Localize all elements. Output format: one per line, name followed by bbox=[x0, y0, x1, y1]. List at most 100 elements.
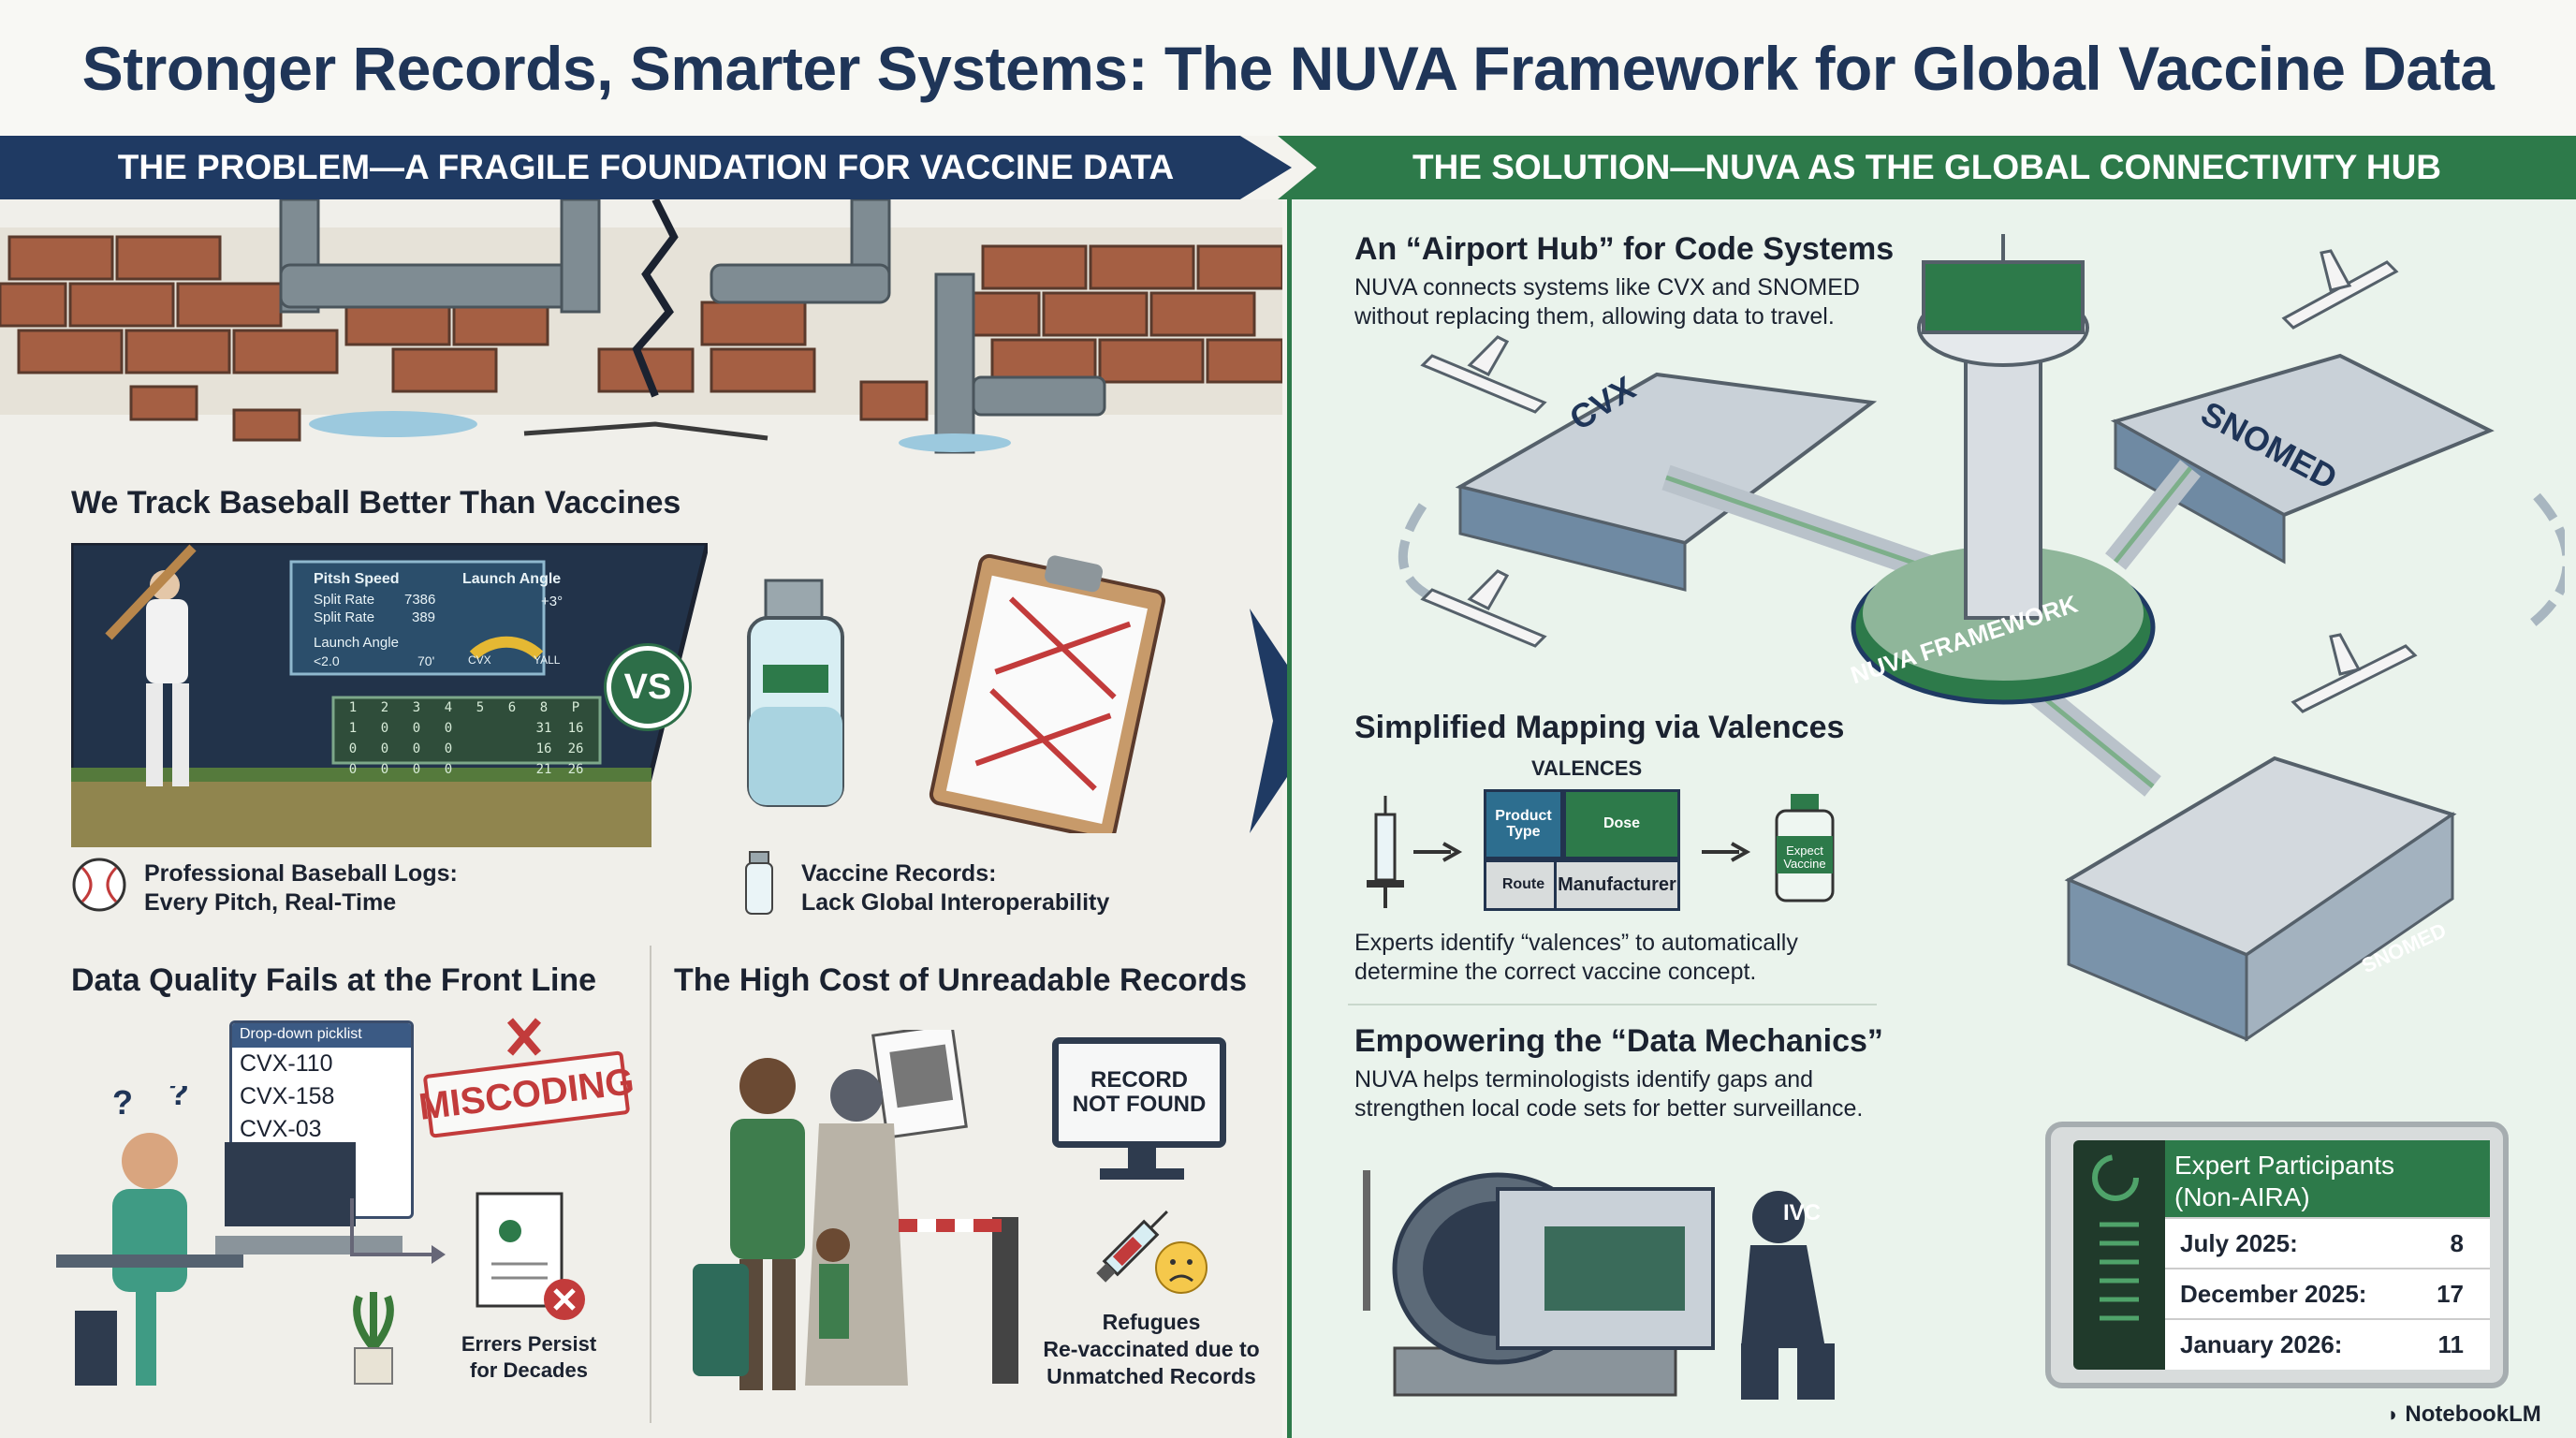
picklist-item[interactable]: CVX-110 bbox=[240, 1050, 333, 1077]
scoreboard-cell: 16 bbox=[567, 721, 584, 736]
progress-ring-icon bbox=[2092, 1154, 2139, 1321]
baseball-icon bbox=[72, 858, 126, 912]
errors-caption: Errers Persist for Decades bbox=[461, 1332, 597, 1382]
notebooklm-logo-icon: ◗ bbox=[2387, 1402, 2406, 1426]
vs-badge: VS bbox=[607, 646, 689, 728]
baseball-stats-illustration bbox=[71, 543, 708, 847]
mechanics-heading: Empowering the “Data Mechanics” bbox=[1354, 1023, 1883, 1059]
expert-row-label: December 2025: bbox=[2180, 1279, 2367, 1308]
syringe-icon bbox=[1096, 1211, 1168, 1283]
barrier-gate-icon bbox=[899, 1217, 1018, 1384]
scoreboard-cell: 26 bbox=[567, 762, 584, 777]
scoreboard-cell bbox=[496, 741, 528, 762]
scoreboard-cell: 4 bbox=[444, 700, 453, 715]
dropdown-picklist[interactable]: Drop-down picklist CVX-110CVX-158CVX-03C… bbox=[229, 1020, 414, 1219]
valences-heading: Simplified Mapping via Valences bbox=[1354, 710, 1845, 745]
scoreboard-cell: 31 bbox=[535, 721, 552, 736]
scoreboard-cell: 0 bbox=[412, 741, 421, 756]
vial-label: Expect Vaccine bbox=[1783, 844, 1826, 871]
scoreboard-cell bbox=[496, 762, 528, 783]
scoreboard-cell: 0 bbox=[444, 741, 453, 756]
section-divider-right bbox=[1348, 1004, 1877, 1005]
notebooklm-brand: ◗ NotebookLM bbox=[2387, 1401, 2541, 1428]
document-error-icon bbox=[476, 1192, 585, 1320]
crumbling-wall-illustration bbox=[0, 199, 1282, 454]
sad-face-icon bbox=[1155, 1241, 1208, 1294]
scoreboard-cell bbox=[464, 721, 496, 741]
notebooklm-label: NotebookLM bbox=[2405, 1401, 2541, 1427]
scoreboard-cell: 6 bbox=[507, 700, 517, 715]
stat-gauge-value: +3° bbox=[541, 594, 564, 609]
scoreboard-cell: 8 bbox=[539, 700, 549, 715]
vaccine-vial-icon bbox=[1775, 794, 1835, 902]
stat-cvx: CVX bbox=[468, 653, 491, 667]
page-title: Stronger Records, Smarter Systems: The N… bbox=[0, 0, 2576, 136]
picklist-item[interactable]: CVX-03 bbox=[240, 1116, 322, 1142]
refugee-family-illustration bbox=[693, 1030, 968, 1390]
syringe-vertical-icon bbox=[1367, 796, 1404, 908]
svg-text:?: ? bbox=[168, 1086, 189, 1112]
stat-launch-angle-2: Launch Angle bbox=[314, 635, 399, 651]
mechanic-badge: IVC bbox=[1783, 1200, 1822, 1225]
scoreboard-row: 0 0 0 0 21 26 bbox=[337, 762, 594, 783]
mechanic-engine-illustration bbox=[1363, 1170, 1835, 1400]
scoreboard-cell: 0 bbox=[412, 762, 421, 777]
stat-split-val-1: 7386 bbox=[404, 592, 436, 608]
scoreboard-cell: 0 bbox=[412, 721, 421, 736]
baseball-heading: We Track Baseball Better Than Vaccines bbox=[71, 485, 681, 521]
expert-participants-table: Expert Participants (Non-AIRA) July 2025… bbox=[2165, 1140, 2490, 1370]
stat-pitch-speed: Pitsh Speed bbox=[314, 571, 400, 587]
scoreboard-cell bbox=[464, 762, 496, 783]
scoreboard-cell: 21 bbox=[535, 762, 552, 777]
mechanics-body: NUVA helps terminologists identify gaps … bbox=[1354, 1066, 1864, 1123]
scoreboard-cell: 5 bbox=[476, 700, 485, 715]
front-line-heading: Data Quality Fails at the Front Line bbox=[71, 962, 597, 998]
valence-dose: Dose bbox=[1563, 789, 1680, 859]
expert-table-header: Expert Participants (Non-AIRA) bbox=[2165, 1140, 2490, 1217]
refugees-caption: Refugues Re-vaccinated due to Unmatched … bbox=[1043, 1310, 1260, 1388]
airport-heading: An “Airport Hub” for Code Systems bbox=[1354, 231, 1895, 267]
scoreboard-cell: 0 bbox=[348, 741, 358, 756]
scoreboard-cell: 0 bbox=[380, 762, 389, 777]
computer-desk-illustration bbox=[215, 1142, 402, 1255]
stat-split-rate-1: Split Rate bbox=[314, 592, 375, 608]
expert-row-value: 8 bbox=[2450, 1228, 2464, 1257]
scoreboard-cell: 1 bbox=[348, 721, 358, 736]
expert-row-value: 11 bbox=[2437, 1329, 2465, 1358]
vaccine-vial-clipboard-illustration bbox=[747, 553, 1165, 833]
scoreboard-cell bbox=[496, 721, 528, 741]
scoreboard-cell: 1 bbox=[348, 700, 358, 715]
section-divider bbox=[650, 946, 651, 1423]
arrow-right-icon-2 bbox=[1702, 842, 1751, 862]
monitor-line-2: NOT FOUND bbox=[1072, 1092, 1207, 1117]
svg-text:?: ? bbox=[112, 1086, 133, 1122]
scoreboard-cell: 0 bbox=[348, 762, 358, 777]
scoreboard-cell: 3 bbox=[412, 700, 421, 715]
expert-row-value: 17 bbox=[2437, 1279, 2464, 1308]
scoreboard-cell: P bbox=[571, 700, 580, 715]
vaccine-caption: Vaccine Records: Lack Global Interoperab… bbox=[801, 860, 1110, 917]
expert-row-label: July 2025: bbox=[2180, 1228, 2298, 1257]
valence-route: Route bbox=[1484, 859, 1563, 911]
cost-heading: The High Cost of Unreadable Records bbox=[674, 962, 1248, 998]
scoreboard-cell: 0 bbox=[380, 741, 389, 756]
red-x-icon bbox=[506, 1018, 542, 1056]
stat-split-val-2: 389 bbox=[412, 609, 436, 625]
airport-body: NUVA connects systems like CVX and SNOME… bbox=[1354, 274, 1860, 330]
picklist-item[interactable]: CVX-158 bbox=[240, 1083, 335, 1109]
valences-label: VALENCES bbox=[1531, 756, 1643, 780]
valences-body: Experts identify “valences” to automatic… bbox=[1354, 930, 1798, 986]
scoreboard-cell bbox=[464, 741, 496, 762]
airport-hub-illustration bbox=[1398, 234, 2565, 1042]
scoreboard-cell: 0 bbox=[444, 762, 453, 777]
scoreboard-cell: 0 bbox=[444, 721, 453, 736]
scoreboard-cell: 26 bbox=[567, 741, 584, 756]
monitor-stand bbox=[1100, 1148, 1184, 1180]
stat-split-rate-2: Split Rate bbox=[314, 609, 375, 625]
valence-product-type: Product Type bbox=[1484, 789, 1563, 859]
problem-banner: THE PROBLEM—A FRAGILE FOUNDATION FOR VAC… bbox=[0, 136, 1292, 199]
